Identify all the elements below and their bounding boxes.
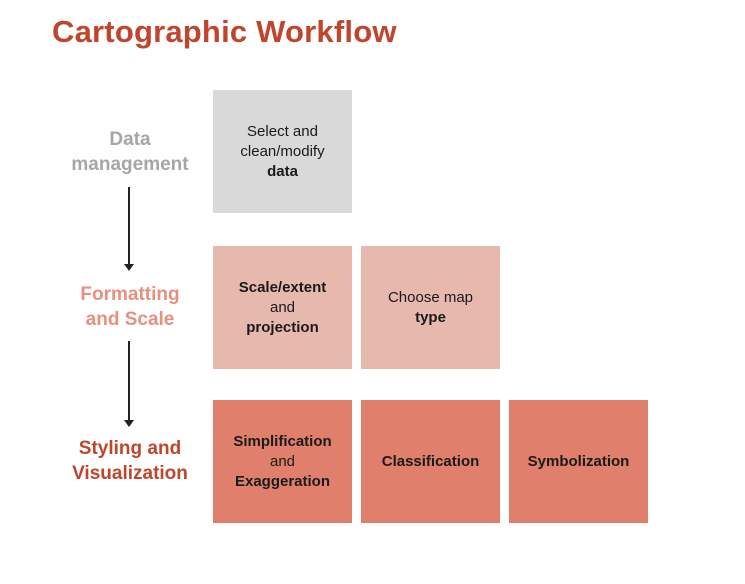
- flow-arrow-down: [124, 341, 134, 427]
- stage-label-line: Data: [109, 129, 151, 150]
- stage-label-line: management: [71, 154, 189, 175]
- stage-formatting-and-scale: Formatting and Scale: [50, 282, 210, 332]
- box-symbolization: Symbolization: [509, 400, 648, 523]
- box-text-bold: Symbolization: [527, 452, 630, 470]
- box-text-bold: Scale/extent: [238, 278, 327, 296]
- box-text: clean/modify: [240, 142, 325, 160]
- box-text-bold: projection: [246, 318, 319, 336]
- box-text-bold: Classification: [381, 452, 480, 470]
- box-text: Select and: [247, 122, 318, 140]
- box-text-bold: Simplification: [233, 432, 332, 450]
- stage-label-line: and Scale: [85, 309, 175, 330]
- stage-label-line: Visualization: [72, 463, 188, 484]
- stage-label-line: Styling and: [78, 438, 182, 459]
- box-choose-map-type: Choose map type: [361, 246, 500, 369]
- box-select-clean-data: Select and clean/modify data: [213, 90, 352, 213]
- stage-styling-and-visualization: Styling and Visualization: [50, 436, 210, 486]
- stage-data-management: Data management: [50, 127, 210, 177]
- box-text: and: [269, 452, 296, 470]
- box-scale-extent-projection: Scale/extent and projection: [213, 246, 352, 369]
- box-simplification-exaggeration: Simplification and Exaggeration: [213, 400, 352, 523]
- stage-label-line: Formatting: [80, 284, 180, 305]
- diagram-title: Cartographic Workflow: [52, 14, 397, 49]
- box-text-bold: data: [267, 162, 298, 180]
- box-text-bold: type: [415, 308, 446, 326]
- box-text-bold: Exaggeration: [234, 472, 331, 490]
- box-text: and: [269, 298, 296, 316]
- flow-arrow-down: [124, 187, 134, 271]
- box-text: Choose map: [387, 288, 474, 306]
- box-classification: Classification: [361, 400, 500, 523]
